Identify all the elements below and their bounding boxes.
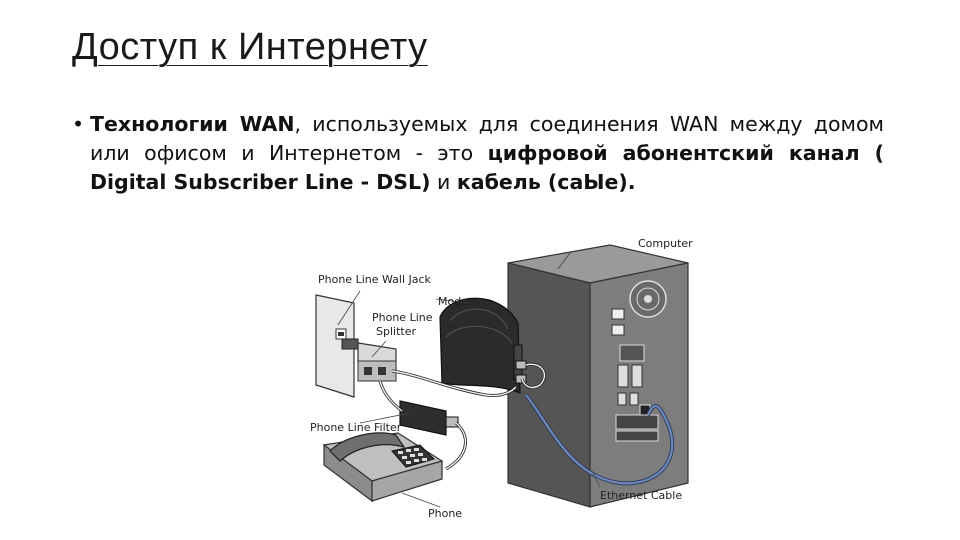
wall-jack — [315, 294, 355, 398]
phone-line-splitter — [341, 338, 397, 382]
bullet-term-cable: кабель (caЫe). — [456, 170, 636, 194]
phone-cable-splitter-modem — [391, 370, 517, 397]
label-ethernet-cable: Ethernet Cable — [600, 489, 682, 502]
bullet-dot: • — [72, 112, 85, 136]
phone-cable-filter-phone — [445, 422, 467, 470]
dsl-connection-diagram: Computer Phone Line Wall Jack Modem Phon… — [310, 237, 693, 520]
slide-title: Доступ к Интернету — [72, 26, 428, 68]
label-wall-jack: Phone Line Wall Jack — [318, 273, 432, 286]
computer-tower — [507, 244, 689, 508]
bullet-text-part: , используемых для соединения WAN между … — [90, 112, 884, 165]
bullet-paragraph: • Технологии WAN, используемых для соеди… — [72, 110, 884, 197]
bullet-term-wan: Технологии WAN — [90, 112, 295, 136]
ethernet-cable-modem — [521, 363, 545, 389]
telephone — [322, 432, 444, 503]
label-computer: Computer — [638, 237, 693, 250]
phone-line-filter — [399, 400, 459, 436]
bullet-text-part: и — [430, 170, 457, 194]
ethernet-cable — [525, 394, 674, 485]
label-phone: Phone — [428, 507, 462, 520]
label-splitter-line2: Splitter — [376, 325, 416, 338]
label-splitter-line1: Phone Line — [372, 311, 433, 324]
bullet-term-dsl: цифровой абонентский канал ( Digital Sub… — [90, 141, 884, 194]
label-filter: Phone Line Filter — [310, 421, 402, 434]
bullet-text: Технологии WAN, используемых для соедине… — [72, 110, 884, 197]
phone-cable-splitter-filter — [379, 380, 403, 412]
phone-cable-splitter-filter — [378, 380, 403, 413]
modem — [439, 297, 527, 394]
label-modem: Modem — [438, 295, 479, 308]
